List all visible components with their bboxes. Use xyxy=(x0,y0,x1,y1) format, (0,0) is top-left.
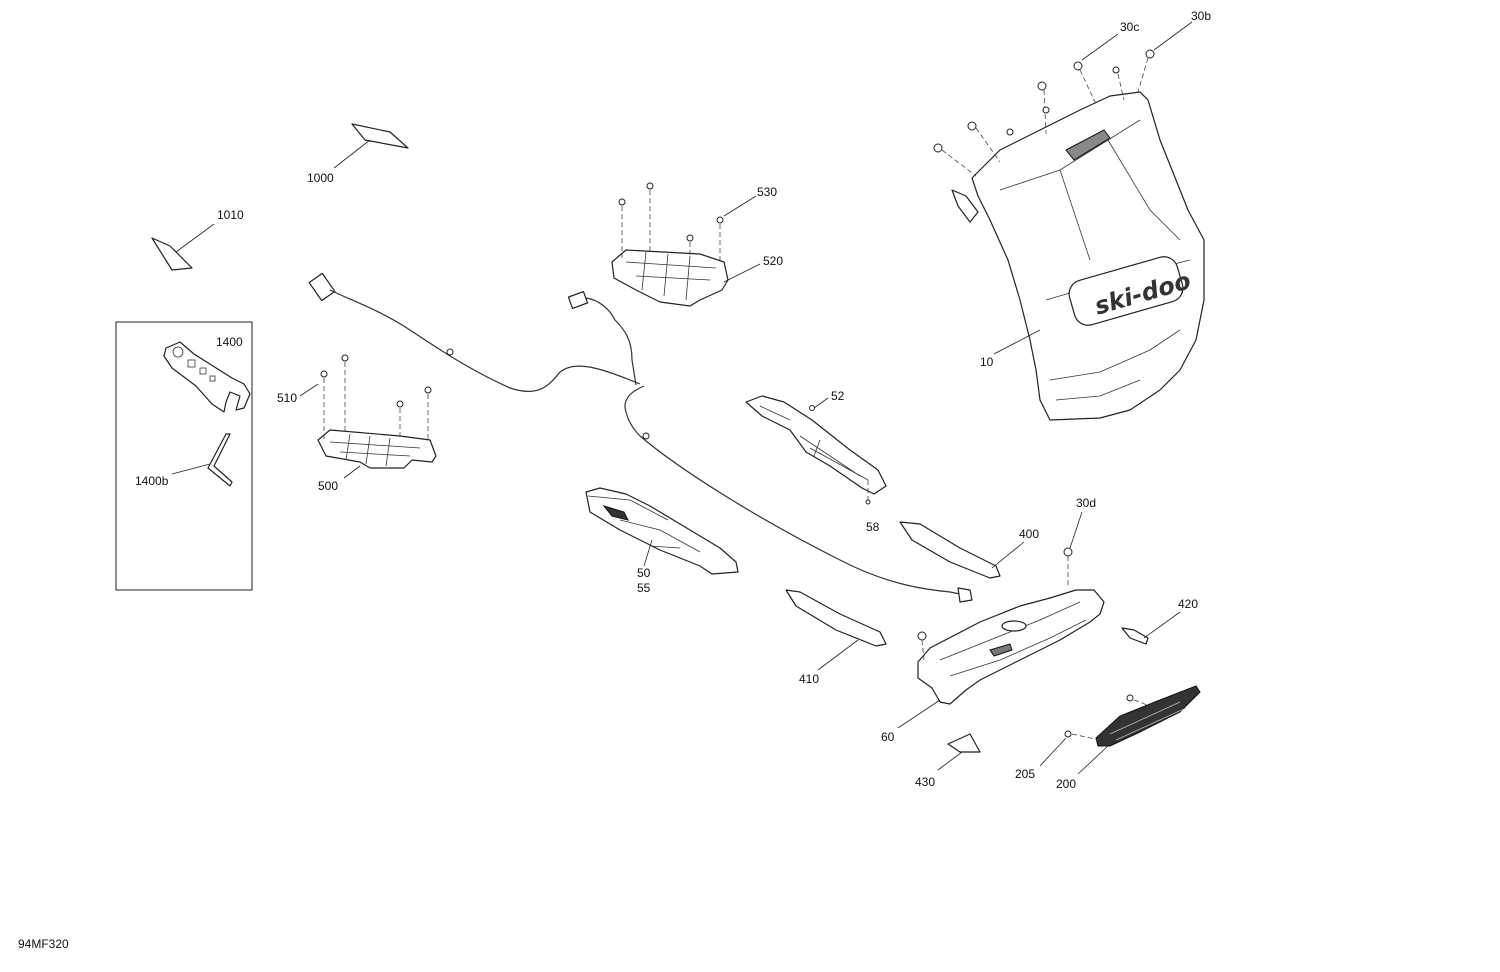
fastener-58 xyxy=(809,405,871,505)
label-30d: 30d xyxy=(1076,496,1096,510)
screws-205 xyxy=(1039,694,1151,767)
label-205: 205 xyxy=(1015,767,1035,781)
strip-420 xyxy=(1121,611,1181,645)
label-520: 520 xyxy=(763,254,783,268)
fasteners-30 xyxy=(933,21,1193,177)
tool-kit-box xyxy=(115,321,253,591)
strip-430 xyxy=(937,733,981,771)
side-panel-52 xyxy=(745,395,887,495)
label-1010: 1010 xyxy=(217,208,244,222)
side-panel-50 xyxy=(585,487,739,575)
bumper-60 xyxy=(897,589,1105,729)
bracket-520 xyxy=(611,249,761,307)
label-500: 500 xyxy=(318,479,338,493)
cable-harness xyxy=(308,272,973,603)
label-60: 60 xyxy=(881,730,895,744)
wrench-1400 xyxy=(163,341,251,413)
decal-1000 xyxy=(333,123,409,169)
label-420: 420 xyxy=(1178,597,1198,611)
label-430: 430 xyxy=(915,775,935,789)
label-1000: 1000 xyxy=(307,171,334,185)
label-1400: 1400 xyxy=(216,335,243,349)
label-200: 200 xyxy=(1056,777,1076,791)
label-510: 510 xyxy=(277,391,297,405)
label-400: 400 xyxy=(1019,527,1039,541)
label-58: 58 xyxy=(866,520,880,534)
front-fascia-10: ski-doo xyxy=(951,91,1205,421)
allen-key-1400b xyxy=(171,433,233,487)
strip-410 xyxy=(785,589,887,671)
bracket-500 xyxy=(317,429,437,469)
label-30c: 30c xyxy=(1120,20,1139,34)
diagram-code: 94MF320 xyxy=(18,937,69,951)
label-10: 10 xyxy=(980,355,994,369)
label-52: 52 xyxy=(831,389,845,403)
label-530: 530 xyxy=(757,185,777,199)
decal-1010 xyxy=(151,223,215,271)
label-50: 50 xyxy=(637,566,651,580)
plate-200 xyxy=(1077,685,1201,775)
strip-400 xyxy=(899,521,1025,579)
label-55: 55 xyxy=(637,581,651,595)
label-410: 410 xyxy=(799,672,819,686)
label-30b: 30b xyxy=(1191,9,1211,23)
fastener-30d xyxy=(917,511,1083,661)
screws-530 xyxy=(618,182,757,264)
screws-510 xyxy=(299,354,432,479)
label-1400b: 1400b xyxy=(135,474,169,488)
callout-labels: 10 30b 30c 30d 50 55 52 58 60 200 205 40… xyxy=(135,9,1211,791)
